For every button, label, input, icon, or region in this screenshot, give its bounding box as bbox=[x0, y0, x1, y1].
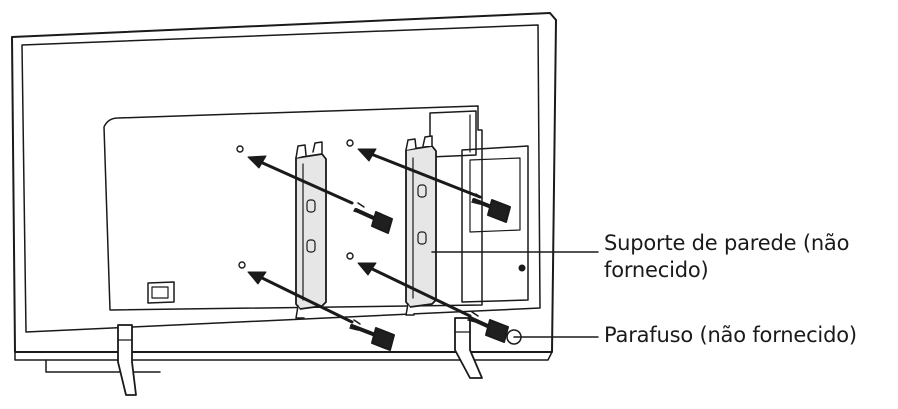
screw-label: Parafuso (não fornecido) bbox=[604, 323, 857, 347]
callout-leader-lines bbox=[431, 251, 599, 338]
screw-lower-left bbox=[349, 319, 395, 351]
wall-bracket-left bbox=[295, 141, 327, 319]
screw-upper-left bbox=[353, 202, 393, 234]
wall-bracket-right bbox=[405, 135, 437, 316]
screw-upper-right bbox=[471, 193, 511, 223]
wall-bracket-label: Suporte de parede (não fornecido) bbox=[604, 231, 850, 282]
stand-leg-left bbox=[117, 324, 137, 396]
screw-holes bbox=[236, 139, 354, 269]
insertion-arrows bbox=[247, 148, 482, 324]
